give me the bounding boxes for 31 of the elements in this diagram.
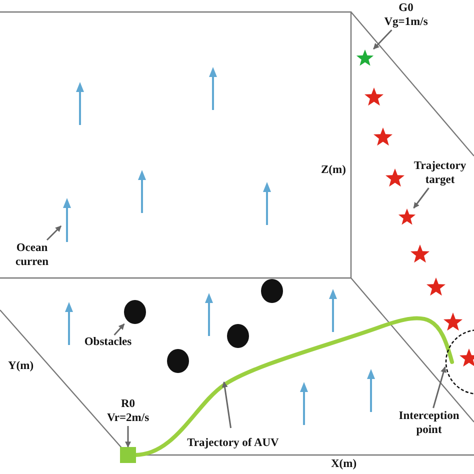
star-icon — [426, 277, 446, 297]
star-icon — [356, 49, 374, 67]
y-axis-label: Y(m) — [8, 360, 34, 372]
leader-line — [432, 366, 446, 408]
leader-line — [222, 381, 232, 428]
leader-line — [46, 225, 62, 241]
star-icon — [459, 348, 474, 368]
callout-text: Trajectory of AUV — [187, 436, 279, 450]
start-square — [120, 447, 136, 463]
leader-line — [125, 426, 131, 448]
callout-text: Vg=1m/s — [384, 15, 428, 29]
callout-text: G0 — [398, 1, 414, 15]
callout-text: R0 — [120, 397, 136, 411]
star-icon — [385, 168, 405, 188]
callout-text: Interception point — [398, 409, 460, 437]
leader-line — [114, 324, 125, 336]
callout-text: Vr=2m/s — [106, 411, 150, 425]
obstacle-circle — [124, 300, 146, 324]
leader-line — [413, 188, 430, 208]
star-icon — [398, 208, 416, 226]
callout-text: Obstacles — [84, 335, 132, 349]
callout-text: Ocean curren — [14, 241, 50, 269]
leader-line — [373, 29, 392, 50]
star-icon — [373, 127, 393, 147]
z-axis-label: Z(m) — [321, 164, 346, 176]
star-icon — [410, 244, 430, 264]
star-icon — [443, 312, 463, 332]
obstacle-circle — [261, 279, 283, 303]
callout-text: Trajectory target — [412, 159, 468, 187]
star-icon — [364, 87, 384, 107]
current-arrow — [61, 198, 73, 242]
